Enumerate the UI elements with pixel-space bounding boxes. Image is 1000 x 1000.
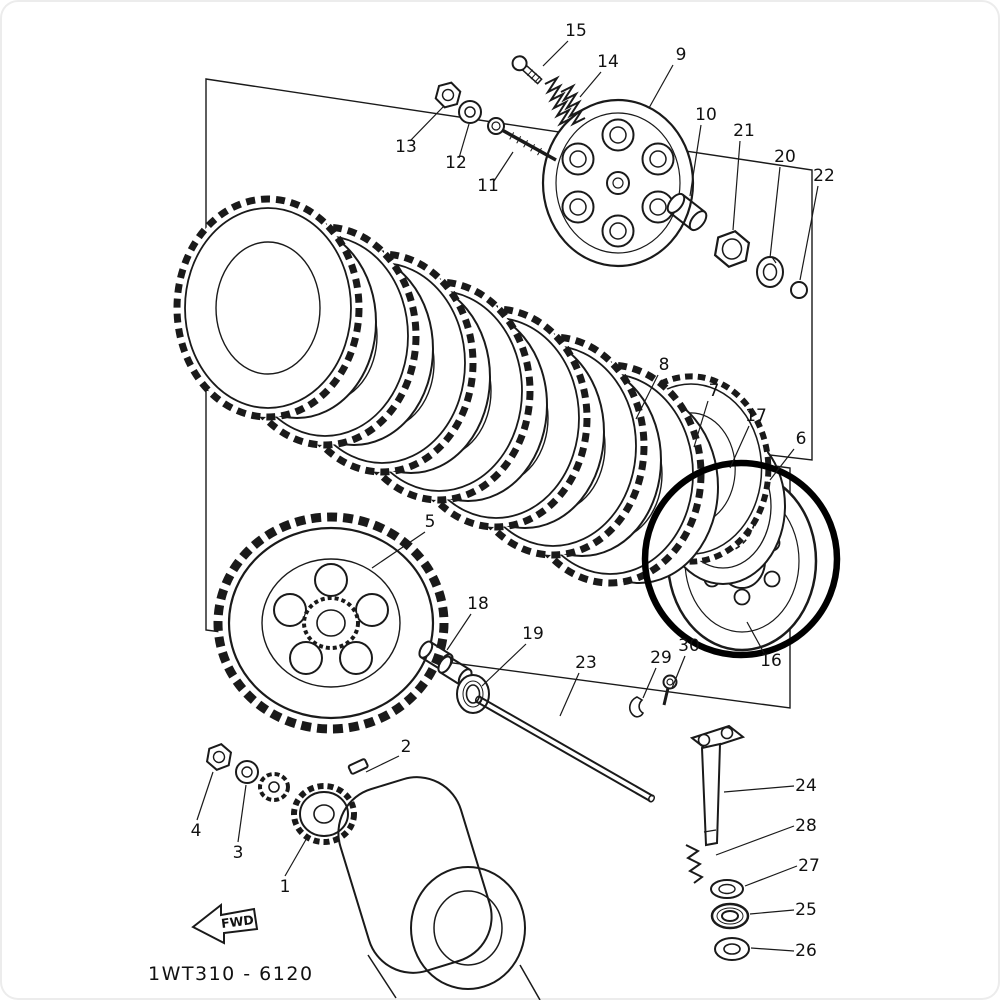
fwd-arrow-shape	[191, 902, 259, 945]
boss-nut	[713, 230, 751, 268]
callout-28: 28	[795, 816, 817, 836]
callout-19: 19	[522, 624, 544, 644]
shaft-nut	[205, 743, 233, 771]
callout-4: 4	[191, 821, 202, 841]
lever-screw	[662, 674, 678, 706]
lever-clip	[628, 696, 645, 718]
callout-29: 29	[650, 648, 672, 668]
callout-7: 7	[709, 381, 720, 401]
spacer-collar	[666, 192, 708, 232]
callout-11: 11	[477, 176, 499, 196]
callout-16: 16	[760, 651, 782, 671]
thrust-washer	[456, 674, 490, 714]
primary-driven-gear	[213, 512, 449, 734]
callout-26: 26	[795, 941, 817, 961]
small-bevel-gear	[258, 772, 290, 802]
lever-bearing	[710, 902, 750, 930]
callout-22: 22	[813, 166, 835, 186]
oil-seal	[714, 937, 750, 961]
friction-plate	[177, 199, 359, 417]
lever-spring	[685, 844, 704, 884]
callout-13: 13	[395, 137, 417, 157]
callout-27: 27	[798, 856, 820, 876]
callout-12: 12	[445, 153, 467, 173]
callout-15: 15	[565, 21, 587, 41]
pressure-plate-assembly	[541, 98, 695, 268]
woodruff-key	[347, 758, 369, 775]
callout-8: 8	[659, 355, 670, 375]
crankcase-sketch	[337, 776, 541, 1000]
callout-14: 14	[597, 52, 619, 72]
adjust-nut	[434, 81, 462, 109]
callout-17: 17	[745, 406, 767, 426]
lever-washer	[710, 879, 744, 899]
push-rod	[474, 695, 656, 803]
callout-23: 23	[575, 653, 597, 673]
callout-5: 5	[425, 512, 436, 532]
callout-20: 20	[774, 147, 796, 167]
callout-2: 2	[401, 737, 412, 757]
callout-10: 10	[695, 105, 717, 125]
fwd-arrow: FWD	[191, 902, 259, 945]
callout-numbers: 1 2 3 4 5 6 7 8 9 10 11 12 13 14 15 16 1…	[191, 21, 835, 961]
steel-ball	[790, 281, 808, 299]
spring-posts	[561, 118, 675, 248]
diagram-code: 1WT310 - 6120	[148, 963, 314, 985]
callout-9: 9	[676, 45, 687, 65]
adjust-washer	[458, 100, 482, 124]
lock-washer	[756, 256, 784, 288]
primary-drive-gear	[291, 783, 357, 845]
callout-25: 25	[795, 900, 817, 920]
callout-18: 18	[467, 594, 489, 614]
callout-1: 1	[280, 877, 291, 897]
leader-lines	[196, 40, 819, 952]
callout-3: 3	[233, 843, 244, 863]
clutch-springs	[544, 75, 586, 127]
push-lever-assembly	[689, 724, 746, 847]
highlight-circle	[641, 459, 841, 659]
fwd-label: FWD	[220, 912, 254, 931]
adjust-screw	[487, 117, 557, 162]
callout-30: 30	[678, 636, 700, 656]
callout-21: 21	[733, 121, 755, 141]
callout-24: 24	[795, 776, 817, 796]
spring-bolt	[511, 55, 543, 85]
shaft-washer	[235, 760, 259, 784]
callout-6: 6	[796, 429, 807, 449]
